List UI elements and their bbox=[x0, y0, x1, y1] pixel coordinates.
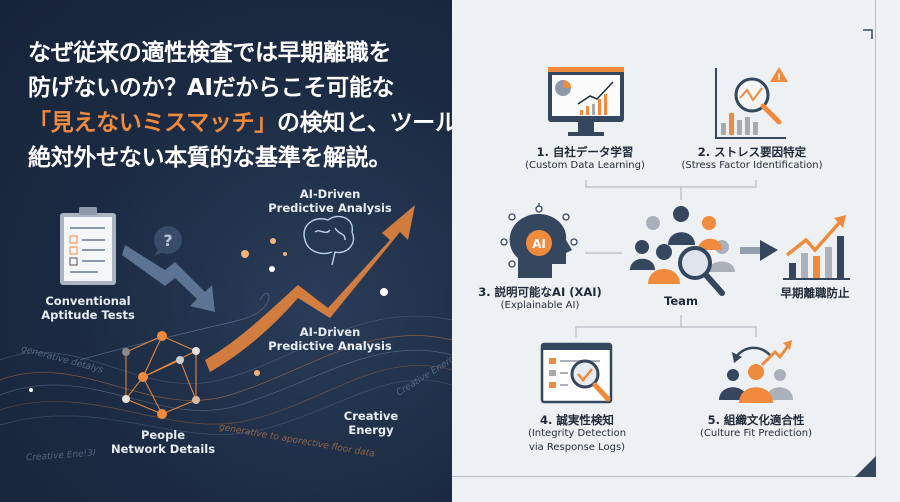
headline-line-1: なぜ従来の適性検査では早期離職を bbox=[28, 40, 392, 66]
down-trend-arrow-icon bbox=[122, 245, 215, 312]
growth-bar-chart-icon bbox=[783, 215, 850, 280]
question-bubble-icon: ? bbox=[154, 226, 182, 256]
ai-head-icon: AI bbox=[500, 203, 578, 278]
node-culture-fit: 5. 組織文化適合性(Culture Fit Prediction) bbox=[700, 413, 812, 439]
corner-triangle bbox=[855, 456, 876, 477]
corner-mark bbox=[863, 29, 873, 39]
node-stress-factor: 2. ストレス要因特定(Stress Factor Identification… bbox=[681, 145, 823, 171]
headline-line-4: 絶対外せない本質的な基準を解説。 bbox=[28, 145, 392, 171]
window-check-magnifier-icon bbox=[540, 342, 613, 404]
illustration-background: ? bbox=[0, 205, 453, 435]
right-arrow-icon bbox=[740, 240, 778, 261]
node-custom-data-learning: 1. 自社データ学習(Custom Data Learning) bbox=[525, 145, 645, 171]
svg-text:!: ! bbox=[777, 73, 781, 83]
headline-highlight: 「見えないミスマッチ」 bbox=[28, 110, 278, 136]
up-trend-arrow-icon bbox=[205, 205, 415, 372]
outcome-label: 早期離職防止 bbox=[780, 286, 850, 300]
left-panel: ? なぜ従来の適性検査では早期離職を 防げないのか？AIだからこそ可能な 「見え… bbox=[0, 0, 526, 502]
svg-text:?: ? bbox=[163, 231, 172, 250]
connector-lines bbox=[575, 180, 757, 337]
people-cycle-growth-icon bbox=[719, 340, 793, 403]
brain-icon bbox=[303, 215, 355, 266]
monitor-chart-icon bbox=[548, 67, 624, 136]
node-explainable-ai: 3. 説明可能なAI (XAI)(Explainable AI) bbox=[478, 285, 602, 311]
headline-line-2: 防げないのか？AIだからこそ可能な bbox=[28, 75, 395, 101]
team-magnifier-icon bbox=[630, 206, 735, 296]
clipboard-checklist-icon bbox=[60, 207, 116, 285]
center-team-label: Team bbox=[664, 294, 698, 308]
network-graph-icon bbox=[122, 331, 200, 419]
svg-text:AI: AI bbox=[532, 237, 546, 251]
chart-magnifier-warning-icon: ! bbox=[715, 67, 788, 139]
diagram-frame bbox=[452, 0, 876, 477]
